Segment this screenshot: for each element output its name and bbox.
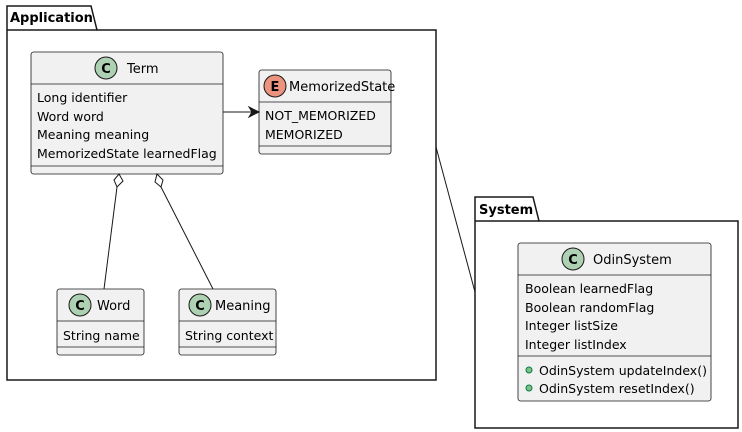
- meaning-attribute-1: String context: [185, 328, 273, 343]
- enum-stereotype-letter: E: [271, 80, 280, 95]
- odin-attribute-3: Integer listSize: [525, 318, 618, 333]
- aggregation-diamond-icon: [154, 173, 164, 188]
- public-method-icon: [525, 384, 533, 392]
- odin-method-1: OdinSystem updateIndex(): [539, 363, 707, 378]
- class-odin-system: C OdinSystem Boolean learnedFlag Boolean…: [517, 242, 712, 402]
- class-meaning: C Meaning String context: [178, 288, 277, 356]
- class-word: C Word String name: [56, 288, 145, 356]
- enum-value-2: MEMORIZED: [265, 127, 343, 142]
- odin-attribute-4: Integer listIndex: [525, 337, 627, 352]
- term-attribute-4: MemorizedState learnedFlag: [37, 146, 217, 161]
- package-title-application: Application: [10, 11, 93, 26]
- class-term: C Term Long identifier Word word Meaning…: [30, 51, 224, 175]
- class-name-term: Term: [126, 62, 159, 77]
- public-method-icon: [525, 366, 533, 374]
- aggregation-term-meaning: [154, 173, 214, 290]
- class-icon: [94, 56, 118, 80]
- class-name-word: Word: [97, 299, 130, 314]
- odin-method-2: OdinSystem resetIndex(): [539, 381, 695, 396]
- term-attribute-3: Meaning meaning: [37, 127, 149, 142]
- aggregation-diamond-icon: [113, 173, 124, 188]
- class-name-odin-system: OdinSystem: [593, 253, 672, 268]
- term-attribute-1: Long identifier: [37, 90, 128, 105]
- association-arrow-term-memorized-state: [223, 105, 261, 119]
- class-name-meaning: Meaning: [215, 299, 271, 314]
- class-stereotype-letter: C: [75, 299, 85, 314]
- odin-attribute-2: Boolean randomFlag: [525, 300, 654, 315]
- class-icon: [188, 293, 212, 317]
- aggregation-term-word: [103, 173, 124, 290]
- class-name-memorized-state: MemorizedState: [289, 80, 395, 95]
- enum-icon: [263, 74, 287, 98]
- class-stereotype-letter: C: [195, 299, 205, 314]
- class-icon: [68, 293, 92, 317]
- package-title-system: System: [479, 203, 533, 218]
- word-attribute-1: String name: [63, 328, 140, 343]
- arrow-head-icon: [247, 105, 261, 119]
- odin-attribute-1: Boolean learnedFlag: [525, 281, 653, 296]
- term-attribute-2: Word word: [37, 109, 104, 124]
- enum-value-1: NOT_MEMORIZED: [265, 108, 376, 123]
- class-icon: [561, 247, 585, 271]
- class-stereotype-letter: C: [101, 62, 111, 77]
- enum-memorized-state: E MemorizedState NOT_MEMORIZED MEMORIZED: [258, 69, 395, 155]
- package-link: [435, 146, 476, 293]
- class-stereotype-letter: C: [568, 253, 578, 268]
